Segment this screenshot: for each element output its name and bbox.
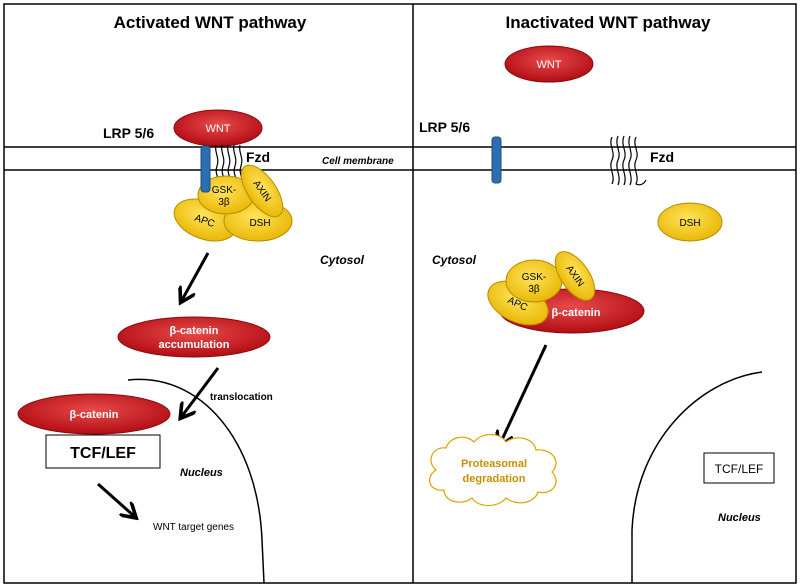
tcf-lef-label-left: TCF/LEF [70, 445, 136, 462]
target-genes-label: WNT target genes [153, 522, 234, 533]
tcf-lef-box-left [45, 434, 161, 469]
tcf-lef-box-right [703, 452, 775, 484]
gsk-label-left-1: GSK- [212, 185, 236, 196]
nuclear-envelope-right [631, 371, 763, 583]
lrp-receptor-left [200, 145, 211, 193]
proteasomal-label-2: degradation [463, 473, 526, 485]
fzd-label-right: Fzd [650, 149, 674, 165]
proteasomal-label-1: Proteasomal [461, 458, 527, 470]
nuclear-envelope-left [127, 378, 265, 584]
wnt-ligand-right [504, 45, 594, 83]
bcat-accumulation [117, 316, 271, 358]
beta-catenin-label-right: β-catenin [552, 307, 601, 319]
lrp-label-right: LRP 5/6 [419, 119, 470, 135]
dsh-label-left: DSH [249, 218, 270, 229]
cell-membrane-label: Cell membrane [322, 156, 394, 167]
arrow-to-proteasome [500, 344, 548, 444]
wnt-label-right: WNT [536, 59, 561, 71]
nucleus-label-left: Nucleus [180, 467, 223, 479]
bcat-accum-label-2: accumulation [159, 339, 230, 351]
beta-catenin-label-left: β-catenin [70, 409, 119, 421]
lrp-label-left: LRP 5/6 [103, 125, 154, 141]
arrow-translocation [182, 367, 220, 416]
gsk-label-left-2: 3β [218, 197, 230, 208]
axin-right [554, 251, 596, 301]
cytosol-label-right: Cytosol [432, 253, 477, 267]
wnt-label-left: WNT [205, 123, 230, 135]
wnt-ligand-left [173, 109, 263, 147]
lrp-receptor-right [491, 136, 502, 184]
frame [3, 3, 797, 584]
dsh-label-right: DSH [679, 218, 700, 229]
translocation-label: translocation [210, 392, 273, 403]
bcat-accum-label-1: β-catenin [170, 325, 219, 337]
axin-left [240, 164, 284, 218]
fzd-label-left: Fzd [246, 149, 270, 165]
fzd-receptor-right [610, 135, 647, 186]
gsk-label-right-1: GSK- [522, 272, 546, 283]
arrow-to-target-genes [97, 482, 134, 516]
inactivated-title: Inactivated WNT pathway [506, 13, 712, 32]
cytosol-label-left: Cytosol [320, 253, 365, 267]
nucleus-label-right: Nucleus [718, 512, 761, 524]
tcf-lef-label-right: TCF/LEF [715, 462, 764, 476]
arrow-to-accumulation [182, 252, 210, 300]
proteasome-cloud [428, 433, 557, 507]
beta-catenin-nuclear [17, 393, 171, 435]
gsk-label-right-2: 3β [528, 284, 540, 295]
dsh-right [657, 202, 723, 242]
activated-title: Activated WNT pathway [114, 13, 307, 32]
